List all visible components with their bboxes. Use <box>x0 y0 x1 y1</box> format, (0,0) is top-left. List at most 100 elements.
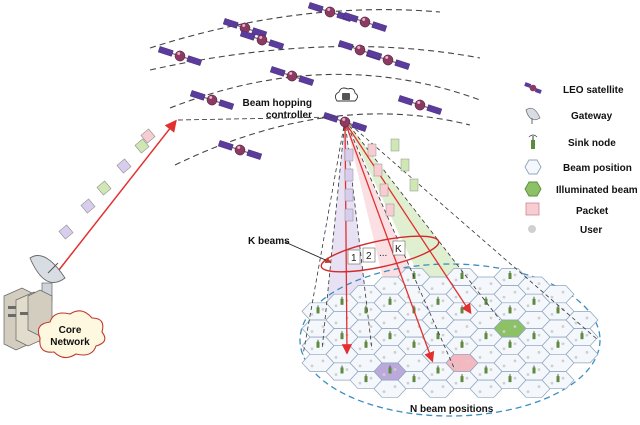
user-dot <box>393 350 397 354</box>
sink-node <box>316 307 320 314</box>
beam-index-k: K <box>395 244 402 255</box>
user-dot <box>345 368 349 371</box>
user-dot <box>585 333 589 337</box>
user-dot <box>574 355 578 359</box>
svg-text:User: User <box>580 225 602 236</box>
user-dot <box>537 282 541 285</box>
legend-item-sink-node: Sink node <box>528 134 616 149</box>
user-dot <box>454 364 458 368</box>
satellite-icon <box>342 12 388 32</box>
user-dot <box>406 347 410 351</box>
user-dot <box>369 325 373 328</box>
user-dot <box>526 304 530 308</box>
user-dot <box>393 282 397 285</box>
sink-node <box>484 367 488 374</box>
user-dot <box>585 350 589 354</box>
packet <box>379 183 389 197</box>
user-dot <box>526 373 530 376</box>
user-dot <box>393 333 397 337</box>
user-dot <box>513 307 517 311</box>
user-dot <box>358 381 362 385</box>
user-dot <box>358 347 362 351</box>
user-dot <box>369 290 373 294</box>
k-beams-pointer <box>284 241 332 264</box>
user-dot <box>465 376 469 380</box>
hexagon-outline-icon <box>524 159 542 175</box>
user-dot <box>321 325 325 328</box>
packet-square-icon <box>525 202 540 216</box>
user-dot <box>417 273 421 277</box>
sink-node <box>436 367 440 374</box>
user-dot <box>454 312 458 316</box>
core-network-cloud: Core Network <box>37 310 106 359</box>
user-dot <box>441 368 445 371</box>
user-dot <box>513 376 517 380</box>
orbit-lines <box>149 9 481 166</box>
satellite-icon <box>397 95 443 115</box>
user-dot <box>406 312 410 316</box>
packet <box>344 208 354 222</box>
user-dot <box>489 350 493 354</box>
user-dot <box>441 333 445 337</box>
user-dot <box>489 282 493 285</box>
user-dot <box>441 299 445 303</box>
svg-text:LEO satellite: LEO satellite <box>563 85 624 96</box>
sink-node <box>508 376 512 383</box>
hex-cell <box>565 345 599 364</box>
user-dot <box>430 390 434 394</box>
user-dot <box>550 330 554 333</box>
user-dot <box>334 373 338 376</box>
user-dot <box>585 316 589 320</box>
user-dot <box>574 321 578 325</box>
user-dot <box>358 364 362 368</box>
user-dot <box>369 359 373 363</box>
user-dot <box>526 355 530 359</box>
user-dot <box>465 273 469 277</box>
sink-node <box>532 367 536 374</box>
sink-node <box>364 376 368 383</box>
beam-index-1: 1 <box>351 253 357 264</box>
sink-node <box>436 333 440 340</box>
packet <box>373 163 383 177</box>
user-dot <box>417 307 421 311</box>
user-dot <box>513 290 517 294</box>
satellite-icon <box>337 40 383 60</box>
user-dot <box>526 390 530 394</box>
orbit-4 <box>174 113 471 166</box>
legend-item-gateway: Gateway <box>525 107 613 124</box>
user-dot <box>310 312 314 316</box>
user-dot <box>574 338 578 342</box>
user-dot <box>489 368 493 371</box>
sink-node <box>508 307 512 314</box>
sink-node <box>436 298 440 305</box>
sink-node <box>460 307 464 314</box>
svg-text:Beam position: Beam position <box>563 163 632 174</box>
n-beam-positions-label: N beam positions <box>410 404 494 415</box>
user-dot <box>358 312 362 316</box>
sink-node <box>412 341 416 348</box>
dish-icon <box>525 107 541 124</box>
user-dot <box>369 376 373 380</box>
user-dot <box>478 287 482 290</box>
user-dot <box>502 381 506 385</box>
user-dot <box>550 364 554 368</box>
user-dot <box>417 342 421 346</box>
sink-node <box>340 298 344 305</box>
user-dot <box>334 338 338 342</box>
satellite-icon <box>524 82 542 94</box>
packet <box>344 188 354 202</box>
user-dot <box>382 287 386 290</box>
core-network-label-line2: Network <box>50 337 90 348</box>
user-dot <box>489 385 493 389</box>
user-dot <box>454 347 458 351</box>
packet <box>140 128 156 144</box>
user-dot <box>465 342 469 346</box>
sink-node <box>508 273 512 279</box>
user-dot <box>561 290 565 294</box>
user-dot <box>430 338 434 342</box>
user-dot <box>537 350 541 354</box>
k-beams-ring: 1 2 ... K <box>320 235 440 273</box>
user-dot <box>478 304 482 308</box>
user-dot <box>550 295 554 299</box>
user-dot <box>489 333 493 337</box>
